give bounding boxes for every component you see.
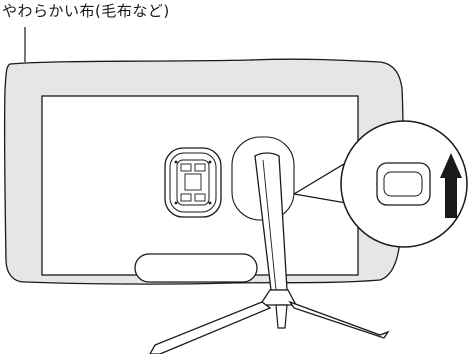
stand-base: [149, 289, 390, 354]
mount-plate: [164, 147, 222, 218]
stand-neck: [254, 152, 288, 291]
arrow-up-icon: [440, 153, 462, 218]
stand-neck-edge: [262, 159, 277, 291]
magnified-view: [340, 120, 468, 248]
magnified-slot: [376, 162, 431, 206]
soft-cloth-label: やわらかい布(毛布など): [2, 2, 170, 20]
handle-slot: [134, 253, 258, 283]
